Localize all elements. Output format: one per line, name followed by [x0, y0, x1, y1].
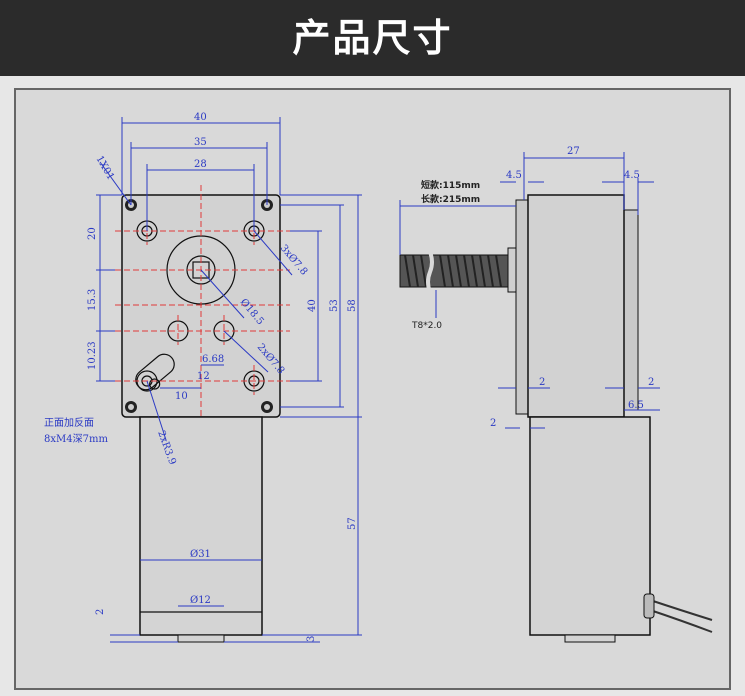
header-bar: 产品尺寸: [0, 0, 745, 76]
dim-6-5: 6.5: [628, 400, 644, 411]
dim-4-5-right: 4.5: [624, 170, 640, 181]
dim-10: 10: [175, 391, 188, 402]
long-length-label: 长款:215mm: [421, 193, 480, 205]
threaded-rod: [399, 251, 509, 293]
dim-20-height: 20: [87, 227, 98, 240]
side-dimension-lines: [399, 152, 660, 429]
mount-ear-left: [515, 199, 529, 415]
gearbox-body-side: [527, 194, 625, 418]
dim-12: 12: [197, 371, 210, 382]
dim-40-width: 40: [194, 112, 207, 123]
dim-35-width: 35: [194, 137, 207, 148]
motor-wire: [649, 599, 713, 621]
dim-gap-left: 2: [539, 377, 545, 388]
note-line-2: 8xM4深7mm: [44, 433, 108, 445]
dim-bottom-3: 3: [306, 636, 317, 642]
wire-grommet: [643, 593, 655, 619]
dim-53-height: 53: [329, 299, 340, 312]
mount-ear-right: [623, 209, 639, 411]
motor-boss-side: [564, 634, 616, 643]
motor-wire: [649, 609, 713, 633]
thread-spec: T8*2.0: [411, 321, 442, 331]
dim-chamfer: 1X01: [93, 154, 116, 182]
dimension-lines: [96, 117, 362, 643]
motor-shaft-boss: [177, 634, 225, 643]
dim-40-height: 40: [307, 299, 318, 312]
dim-shaft-diameter: Ø12: [190, 595, 211, 606]
corner-screw: [261, 401, 273, 413]
dim-58-height: 58: [347, 299, 358, 312]
dim-bottom-2-side: 2: [490, 418, 496, 429]
page-title: 产品尺寸: [292, 16, 453, 60]
side-view: 27 4.5 4.5 短款:115mm 长款:215mm T8*2.0 2 2 …: [399, 146, 713, 643]
dim-motor-diameter: Ø31: [190, 549, 211, 560]
dim-15-3-height: 15.3: [87, 289, 98, 311]
front-view: 40 35 28 1X01 20 15.3 10.23 3xØ7.8 Ø18.5…: [44, 112, 362, 643]
dim-57-length: 57: [347, 517, 358, 530]
corner-screw: [125, 401, 137, 413]
dim-27-width: 27: [567, 146, 580, 157]
dim-3x-holes: 3xØ7.8: [278, 243, 310, 278]
dim-bottom-2: 2: [95, 609, 106, 615]
note-line-1: 正面加反面: [44, 417, 94, 429]
dim-6-68: 6.68: [202, 354, 224, 365]
dim-4-5-left: 4.5: [506, 170, 522, 181]
motor-body-side: [529, 416, 651, 636]
short-length-label: 短款:115mm: [421, 179, 480, 191]
motor-body: [139, 416, 263, 636]
dim-gap-right: 2: [648, 377, 654, 388]
dim-28-width: 28: [194, 159, 207, 170]
dim-10-23-height: 10.23: [87, 341, 98, 370]
